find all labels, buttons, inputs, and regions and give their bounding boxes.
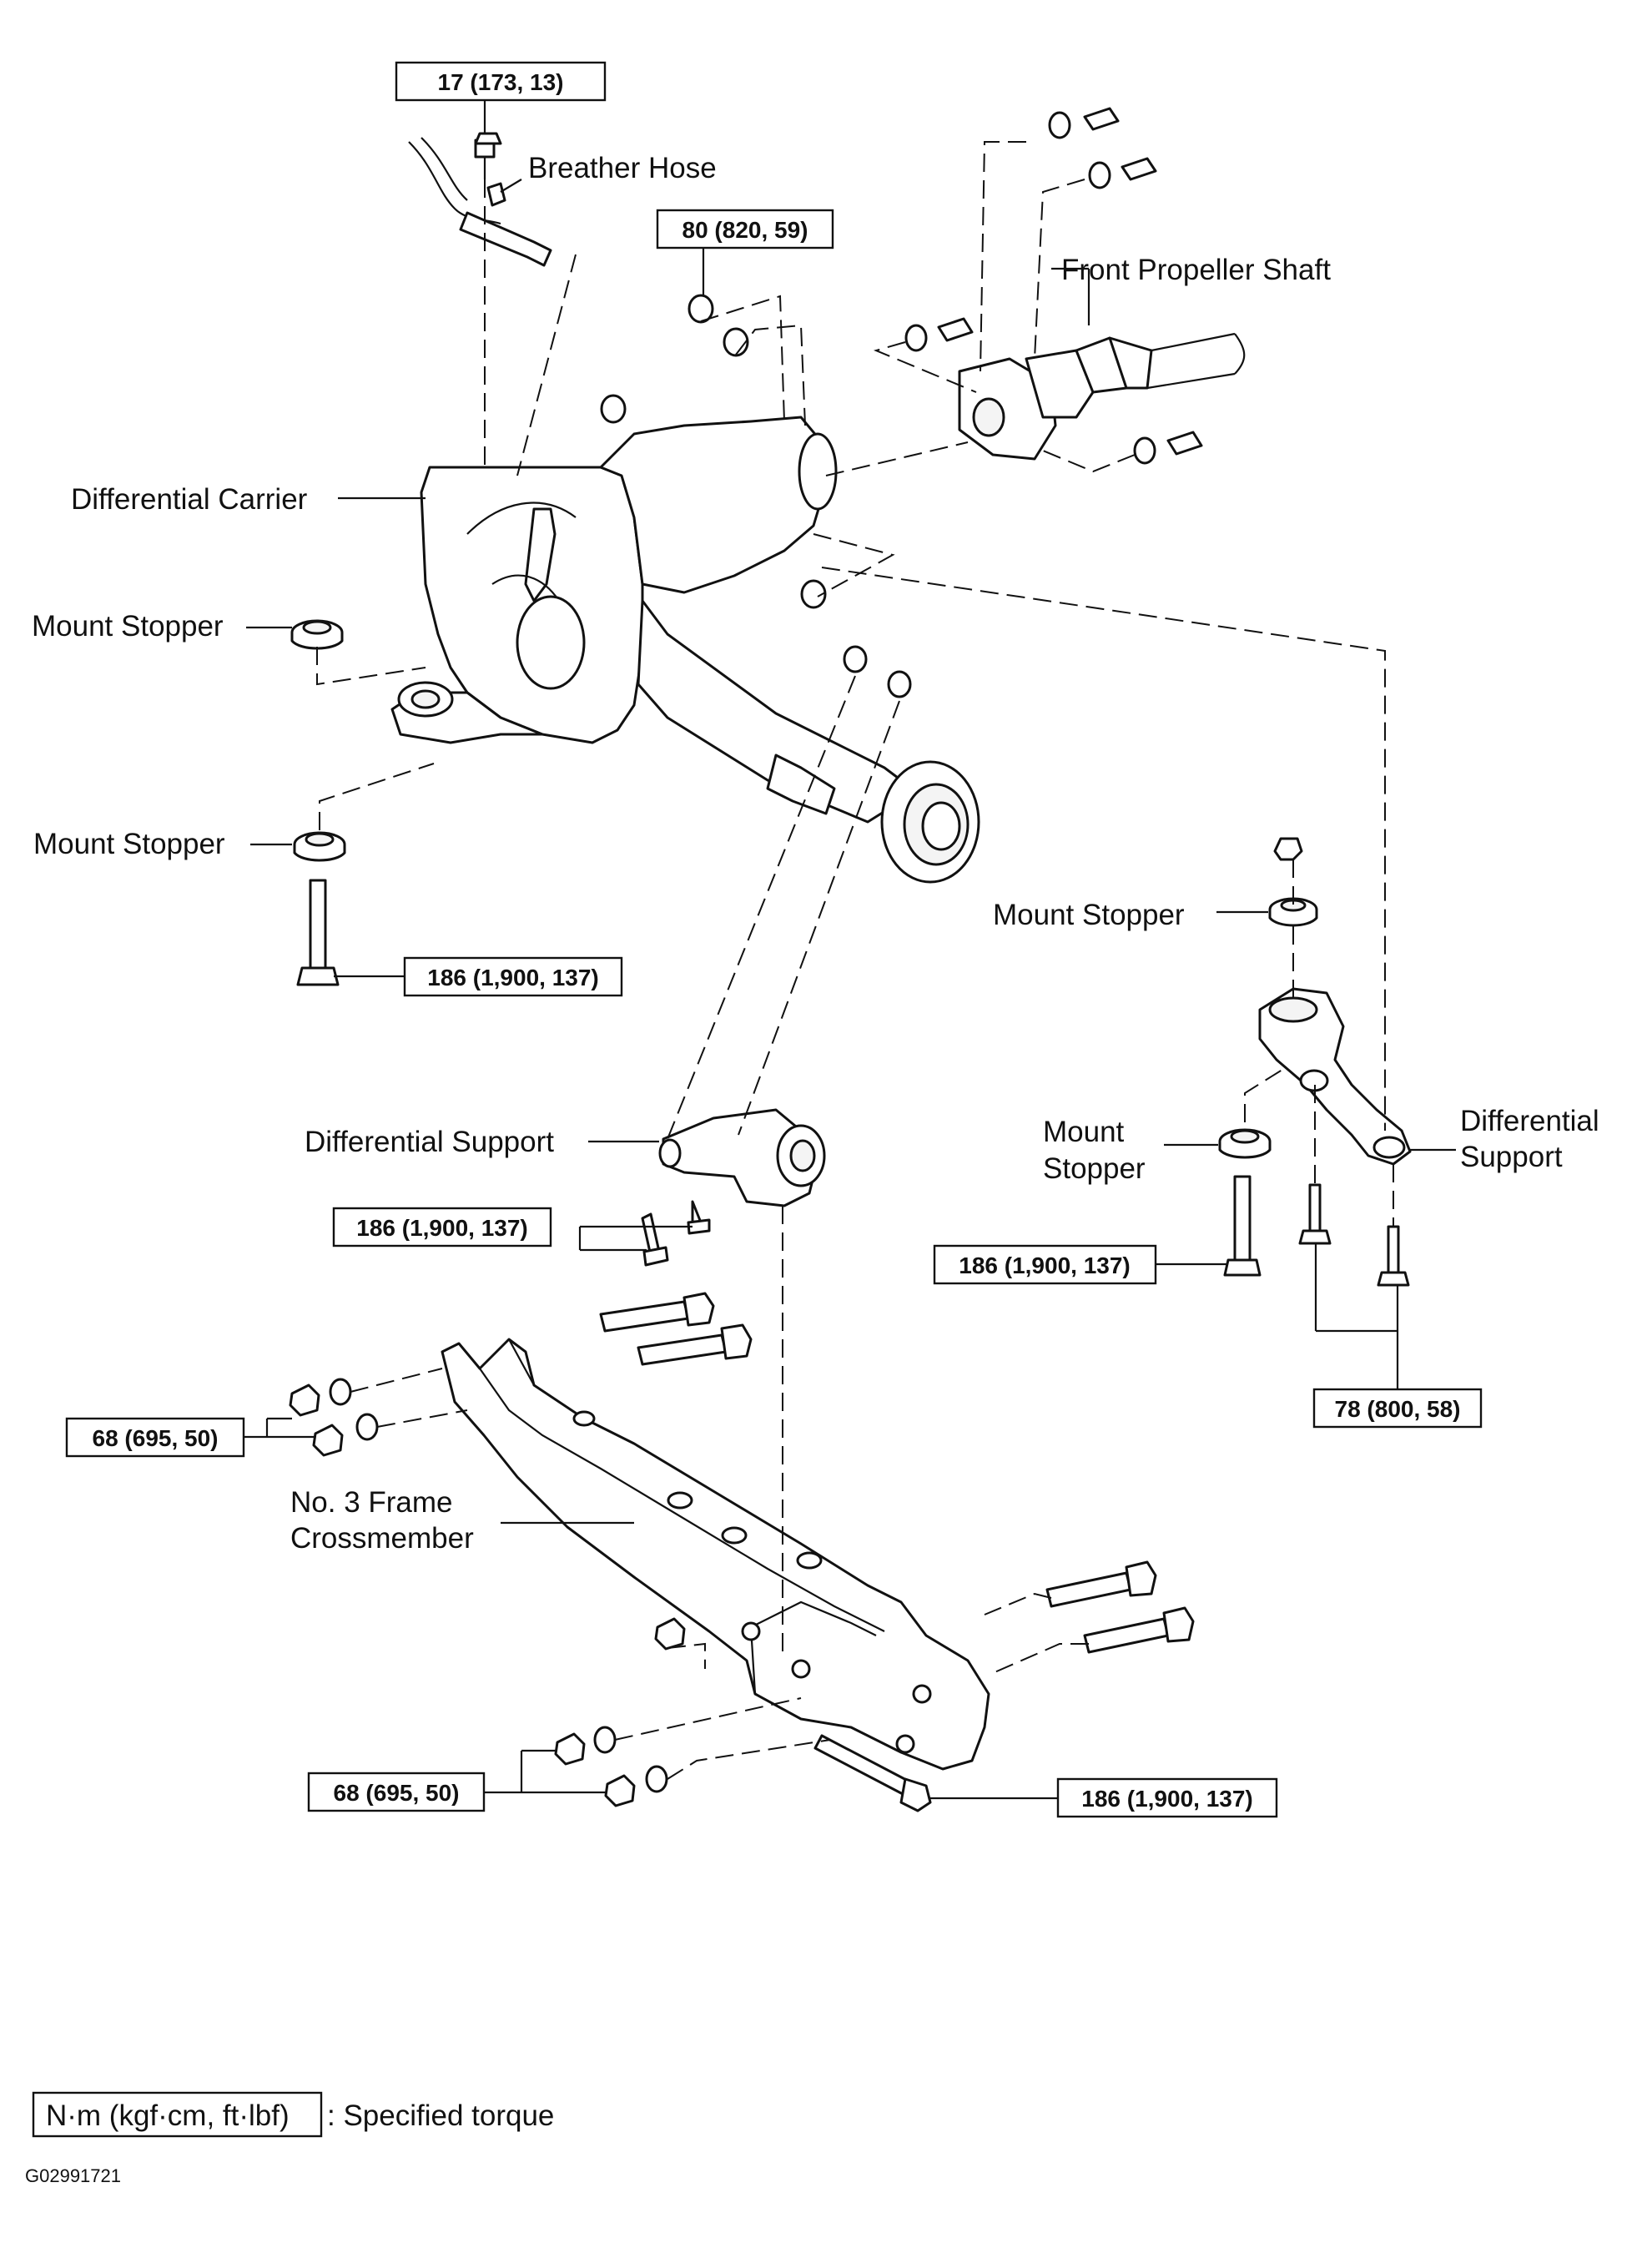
torque-value: 186 (1,900, 137)	[959, 1253, 1131, 1278]
label-differential-support: Differential Support	[305, 1126, 554, 1158]
figure-code: G02991721	[25, 2165, 121, 2186]
legend-unit: N·m (kgf·cm, ft·lbf)	[46, 2099, 290, 2132]
differential-support-right	[1258, 987, 1412, 1166]
torque-value: 186 (1,900, 137)	[356, 1215, 528, 1241]
torque-value: 80 (820, 59)	[682, 217, 808, 243]
axle-housing	[637, 599, 980, 884]
mount-stopper-right-upper	[1268, 837, 1318, 927]
nut-17-bolt	[474, 132, 502, 145]
mount-stopper-lower	[293, 831, 346, 862]
label-mount-stopper-line1: Mount	[1043, 1116, 1125, 1148]
torque-box: 186 (1,900, 137)	[403, 956, 623, 997]
leader-lines	[244, 100, 1456, 1800]
differential-support-left	[658, 1108, 826, 1207]
torque-value: 186 (1,900, 137)	[1081, 1786, 1253, 1812]
mount-bolt	[296, 879, 340, 986]
label-mount-stopper: Mount Stopper	[32, 610, 224, 643]
carrier-nut	[600, 294, 912, 698]
torque-box: 80 (820, 59)	[656, 209, 834, 249]
breather-hose	[408, 137, 552, 267]
legend-text: : Specified torque	[327, 2099, 554, 2132]
torque-value: 68 (695, 50)	[93, 1425, 219, 1451]
label-differential-support-line1: Differential	[1460, 1105, 1599, 1137]
torque-box: 68 (695, 50)	[65, 1417, 245, 1458]
mount-stopper-right-lower	[1218, 1128, 1272, 1159]
torque-box: 186 (1,900, 137)	[332, 1207, 552, 1247]
torque-box: 17 (173, 13)	[395, 61, 607, 102]
torque-value: 17 (173, 13)	[438, 69, 564, 95]
label-breather-hose: Breather Hose	[528, 152, 717, 184]
differential-carrier	[390, 416, 838, 744]
frame-crossmember	[441, 1338, 990, 1771]
torque-box: 68 (695, 50)	[307, 1772, 486, 1812]
torque-value: 186 (1,900, 137)	[427, 965, 599, 990]
label-front-propeller-shaft: Front Propeller Shaft	[1061, 254, 1331, 286]
shaft-bolt	[904, 107, 1203, 465]
label-mount-stopper: Mount Stopper	[33, 828, 225, 860]
torque-box: 186 (1,900, 137)	[933, 1244, 1157, 1285]
label-mount-stopper-line2: Stopper	[1043, 1152, 1146, 1185]
crossmember-bolt-lower	[1045, 1560, 1195, 1654]
mount-stopper-upper	[290, 619, 344, 650]
support-bolt-left	[641, 1200, 711, 1267]
torque-box: 186 (1,900, 137)	[1056, 1777, 1278, 1818]
label-differential-support-line2: Support	[1460, 1141, 1563, 1173]
torque-value: 68 (695, 50)	[334, 1780, 460, 1806]
torque-value: 78 (800, 58)	[1335, 1396, 1461, 1422]
torque-legend: N·m (kgf·cm, ft·lbf) : Specified torque	[32, 2091, 554, 2138]
crossmember-nut-lower	[554, 1617, 686, 1807]
front-propeller-shaft	[958, 332, 1246, 461]
torque-box: 78 (800, 58)	[1312, 1388, 1483, 1429]
crossmember-bolt-bottom	[813, 1734, 932, 1812]
assembly-guide-lines	[316, 141, 1394, 1780]
crossmember-nut-upper	[289, 1378, 379, 1457]
label-crossmember-line2: Crossmember	[290, 1522, 474, 1555]
label-crossmember-line1: No. 3 Frame	[290, 1486, 453, 1519]
label-differential-carrier: Differential Carrier	[71, 483, 308, 516]
support-bolt-right	[1223, 1175, 1410, 1287]
crossmember-bolt-upper	[599, 1292, 753, 1366]
label-mount-stopper: Mount Stopper	[993, 899, 1185, 931]
